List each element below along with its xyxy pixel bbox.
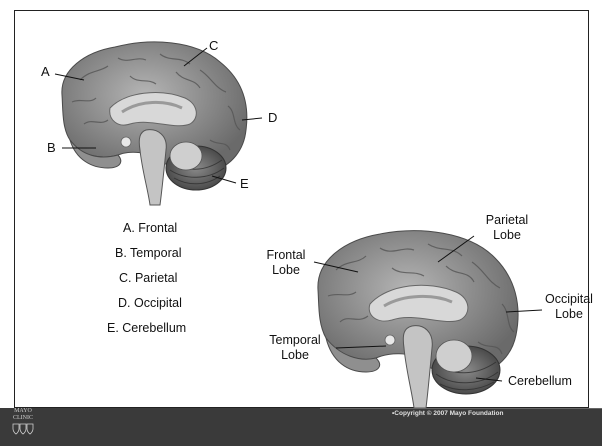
label-frontal-lobe: Frontal Lobe (261, 248, 311, 278)
label-e: E (240, 176, 249, 191)
legend-item-temporal: B. Temporal (115, 246, 181, 260)
label-temporal-lobe: Temporal Lobe (262, 333, 328, 363)
legend-item-parietal: C. Parietal (119, 271, 177, 285)
legend-item-occipital: D. Occipital (118, 296, 182, 310)
label-c: C (209, 38, 218, 53)
label-d: D (268, 110, 277, 125)
label-a: A (41, 64, 50, 79)
label-b: B (47, 140, 56, 155)
brain-1 (62, 42, 247, 205)
brainstem-2 (403, 326, 432, 408)
footer-bar: •Copyright © 2007 Mayo Foundation MAYO C… (0, 408, 602, 446)
mayo-shields-icon (12, 423, 34, 435)
label-cerebellum: Cerebellum (508, 374, 572, 388)
legend-item-frontal: A. Frontal (123, 221, 177, 235)
label-parietal-lobe: Parietal Lobe (477, 213, 537, 243)
copyright-text: •Copyright © 2007 Mayo Foundation (392, 410, 503, 417)
legend-item-cerebellum: E. Cerebellum (107, 321, 186, 335)
brainstem-1 (139, 130, 166, 205)
brain-2 (318, 231, 518, 408)
label-occipital-lobe: Occipital Lobe (538, 292, 600, 322)
mayo-clinic-logo: MAYO CLINIC (6, 408, 40, 446)
